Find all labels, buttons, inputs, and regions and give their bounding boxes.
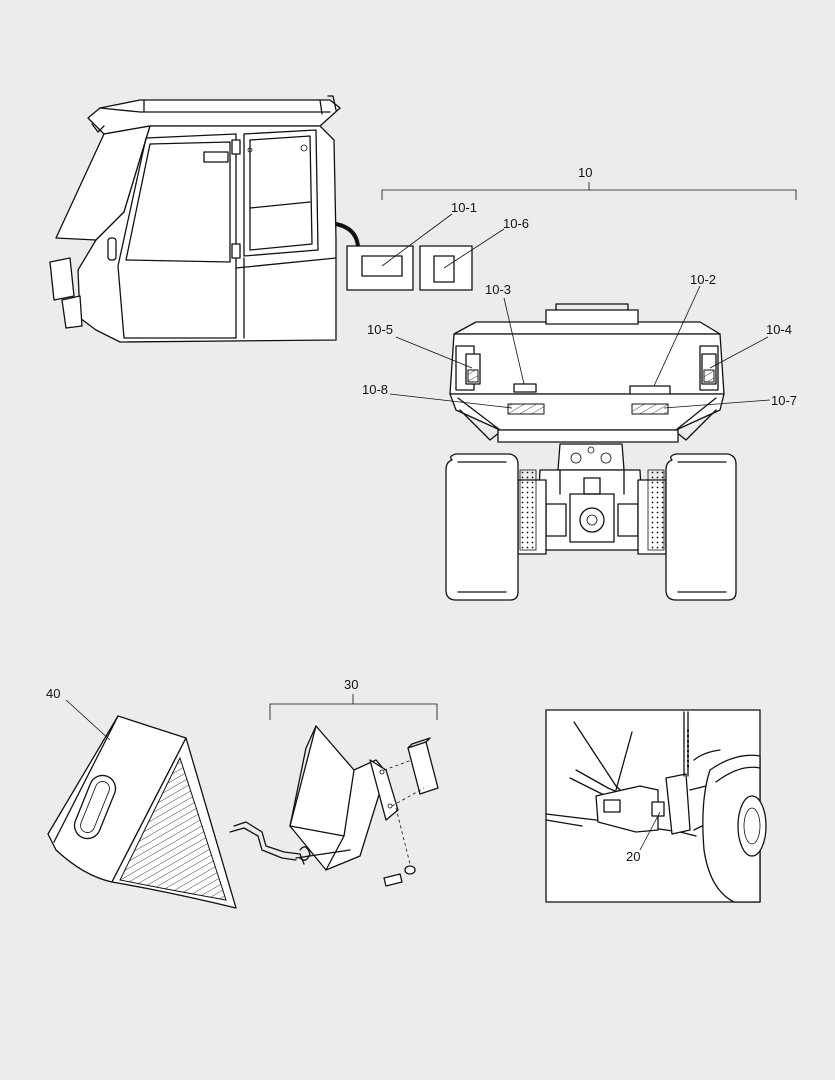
callout-10-6: 10-6 <box>503 216 529 231</box>
bracket-10 <box>381 182 797 200</box>
holder-assembly-30 <box>229 725 439 887</box>
decal-10-6 <box>419 228 505 291</box>
callout-20: 20 <box>626 849 640 864</box>
callout-10: 10 <box>578 165 592 180</box>
callout-40: 40 <box>46 686 60 701</box>
callout-10-2: 10-2 <box>690 272 716 287</box>
machine-rear-view <box>445 303 737 601</box>
callout-10-1: 10-1 <box>451 200 477 215</box>
callout-10-4: 10-4 <box>766 322 792 337</box>
inset-20 <box>545 709 767 903</box>
wheel-chock-40 <box>47 715 237 909</box>
callout-10-5: 10-5 <box>367 322 393 337</box>
bracket-30 <box>269 694 438 720</box>
callout-30: 30 <box>344 677 358 692</box>
decal-10-1 <box>346 213 453 291</box>
cab-illustration <box>49 95 360 343</box>
callout-10-3: 10-3 <box>485 282 511 297</box>
callout-10-7: 10-7 <box>771 393 797 408</box>
callout-10-8: 10-8 <box>362 382 388 397</box>
